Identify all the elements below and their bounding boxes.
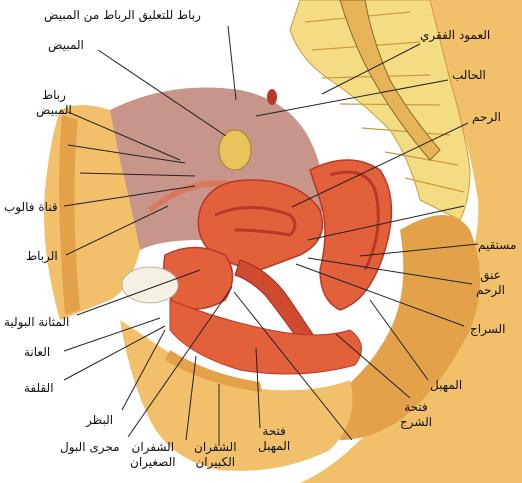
label-prepuce: القلفة	[24, 381, 54, 396]
label-labia-minora-line1: الشفران	[130, 440, 176, 455]
label-vaginal-opening: فتحة المهبل	[258, 424, 290, 454]
label-cervix: عنق الرحم	[476, 268, 505, 298]
label-anus-line2: الشرج	[400, 415, 432, 430]
pubic-bone	[122, 267, 178, 303]
pelvic-floor	[170, 300, 361, 374]
label-ovarian-ligament-line1: رباط	[36, 88, 72, 103]
label-ureter: الحالب	[452, 68, 486, 83]
ovary	[219, 130, 251, 170]
label-ovarian-ligament-line2: المبيض	[36, 103, 72, 118]
label-fallopian-tube: قناة فالوب	[4, 200, 58, 215]
label-anus-line1: فتحة	[400, 400, 432, 415]
label-clitoris: البظر	[86, 413, 113, 428]
label-labia-majora-line2: الكبيران	[194, 455, 237, 470]
label-perineum: السراج	[470, 322, 505, 337]
rectum	[310, 160, 391, 310]
label-anus: فتحة الشرج	[400, 400, 432, 430]
label-cervix-line2: الرحم	[476, 283, 505, 298]
label-bladder: المثانة البولية	[4, 315, 69, 330]
ureter-section	[267, 89, 277, 105]
label-ovary: المبيض	[48, 38, 84, 53]
label-labia-minora: الشفران الصغيران	[130, 440, 176, 470]
label-labia-minora-line2: الصغيران	[130, 455, 176, 470]
label-spine: العمود الفقري	[420, 28, 490, 43]
label-labia-majora-line1: الشفران	[194, 440, 237, 455]
label-vaginal-opening-line1: فتحة	[258, 424, 290, 439]
label-cervix-line1: عنق	[476, 268, 505, 283]
label-uterus: الرحم	[472, 110, 501, 125]
label-vaginal-opening-line2: المهبل	[258, 439, 290, 454]
label-ovarian-ligament: رباط المبيض	[36, 88, 72, 118]
label-labia-majora: الشفران الكبيران	[194, 440, 237, 470]
label-pubis: العانة	[24, 345, 50, 360]
label-rectum: مستقيم	[478, 238, 516, 253]
label-urethra: مجرى البول	[60, 440, 120, 455]
label-suspensory-ligament: رباط للتعليق الرباط من المبيض	[44, 8, 201, 23]
label-ligament: الرباط	[26, 249, 58, 264]
label-vagina: المهبل	[430, 378, 462, 393]
